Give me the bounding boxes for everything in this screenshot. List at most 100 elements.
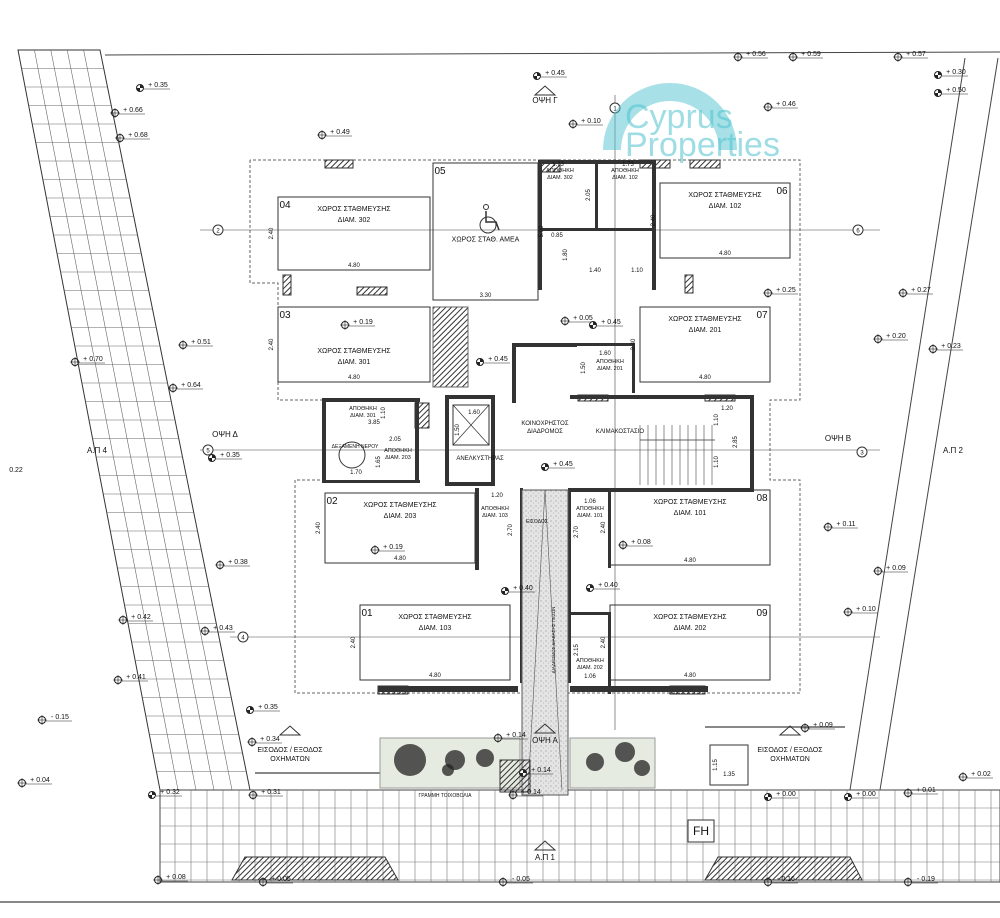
elevation-label: + 0.02 — [971, 771, 991, 778]
path-guide — [527, 489, 546, 791]
view-triangle-icon — [533, 723, 557, 734]
parking-title: ΧΩΡΟΣ ΣΤΑΘΜΕΥΣΗΣ — [653, 499, 727, 506]
tree-icon — [586, 753, 604, 771]
storage-dim: 2.05 — [586, 189, 592, 201]
storage-dim: 2.15 — [574, 644, 580, 656]
elevation-label: + 0.01 — [916, 787, 936, 794]
parking-space-01 — [359, 604, 511, 681]
parking-unit: ΔΙΑΜ. 201 — [689, 327, 722, 334]
meter-dim: 1.80 — [563, 249, 569, 261]
wall — [378, 686, 518, 692]
elevation-label: + 0.08 — [166, 874, 186, 881]
parking-title: ΧΩΡΟΣ ΣΤΑΘΜΕΥΣΗΣ — [398, 614, 472, 621]
vehicle-entry-label: ΟΧΗΜΑΤΩΝ — [770, 756, 810, 763]
wall — [652, 160, 656, 290]
parking-space-03 — [277, 306, 431, 383]
ramp-right — [704, 856, 863, 881]
watermark-logo-arc — [603, 83, 737, 151]
storage-title: ΑΠΟΘΗΚΗ — [576, 506, 604, 512]
wall — [608, 488, 611, 568]
room-dim: 1.10 — [631, 268, 643, 274]
elevator-shaft — [452, 404, 490, 446]
elevation-label: + 0.09 — [813, 722, 833, 729]
parking-title: ΧΩΡΟΣ ΣΤΑΘΜΕΥΣΗΣ — [668, 316, 742, 323]
tank-label: ΔΕΞΑΜΕΝΗ ΝΕΡΟΥ — [332, 444, 379, 450]
elevation-label: + 0.45 — [488, 356, 508, 363]
elevation-label: + 0.49 — [330, 129, 350, 136]
elevation-label: - 0.15 — [51, 714, 69, 721]
parking-space-06 — [659, 182, 791, 259]
paving-grid-line — [34, 49, 179, 791]
watermark-line1: Cyprus — [625, 98, 733, 136]
elevation-label: + 0.43 — [213, 625, 233, 632]
wall — [568, 488, 571, 683]
elevation-label: + 0.56 — [746, 51, 766, 58]
hatched-column — [414, 402, 430, 429]
storage-unit: ΔΙΑΜ. 301 — [350, 413, 376, 419]
stair-dim: 1.10 — [714, 456, 720, 468]
elevation-marker-fill — [476, 358, 484, 366]
parking-unit: ΔΙΑΜ. 103 — [419, 625, 452, 632]
stair-dim: 1.20 — [721, 406, 733, 412]
elevation-label: - 0.19 — [917, 876, 935, 883]
elevation-label: + 0.23 — [941, 343, 961, 350]
parking-width-dim: 3.30 — [480, 293, 492, 299]
storage-unit: ΔΙΑΜ. 203 — [385, 455, 411, 461]
tree-icon — [476, 749, 494, 767]
elevation-label: + 0.64 — [181, 382, 201, 389]
view-triangle-icon — [778, 725, 802, 736]
wall — [608, 612, 611, 694]
storage-dim: 1.73 — [622, 162, 634, 168]
hatched-column — [669, 685, 706, 695]
grid-marker-label: 1 — [613, 107, 617, 113]
elevation-label: + 0.41 — [126, 674, 146, 681]
wall — [491, 395, 495, 485]
elevation-label: + 0.04 — [30, 777, 50, 784]
hatched-column — [377, 685, 409, 695]
grid-marker-label: 3 — [860, 451, 864, 457]
hatched-column — [324, 159, 354, 169]
storage-dim: 1.06 — [584, 499, 596, 505]
elevation-label: + 0.31 — [261, 789, 281, 796]
parking-width-dim: 4.80 — [684, 673, 696, 679]
parking-unit: ΔΙΑΜ. 203 — [384, 513, 417, 520]
view-triangle-icon — [278, 725, 302, 736]
parking-height-dim: 2.40 — [651, 214, 657, 226]
vehicle-entry-label: ΕΙΣΟΔΟΣ / ΕΞΟΔΟΣ — [257, 747, 323, 754]
elevation-marker-fill — [533, 72, 541, 80]
elevation-label: + 0.14 — [531, 767, 551, 774]
grid-marker-icon — [852, 224, 864, 236]
hatched-column — [684, 274, 694, 294]
view-label-d: ΟΨΗ Δ — [212, 430, 238, 439]
elevation-label: + 0.30 — [946, 69, 966, 76]
entrance-label: ΕΙΣΟΔΟΣ — [526, 519, 548, 525]
parking-height-dim: 2.40 — [631, 338, 637, 350]
elevator-dim: 1.60 — [468, 410, 480, 416]
elevation-label: + 0.27 — [911, 287, 931, 294]
parking-number: 04 — [279, 200, 291, 211]
elevation-label: + 0.08 — [631, 539, 651, 546]
storage-dim: 3.85 — [368, 420, 380, 426]
elevation-marker-fill — [764, 793, 772, 801]
ap1-label: Α.Π 1 — [535, 853, 556, 862]
storage-title: ΑΠΟΘΗΚΗ — [611, 168, 639, 174]
elevation-label: + 0.05 — [573, 315, 593, 322]
wall — [632, 343, 635, 393]
elevation-marker-fill — [148, 791, 156, 799]
parking-title: ΧΩΡΟΣ ΣΤΑΘΜΕΥΣΗΣ — [317, 206, 391, 213]
storage-dim: 1.20 — [491, 493, 503, 499]
view-label-g: ΟΨΗ Γ — [532, 96, 558, 105]
parking-title: ΧΩΡΟΣ ΣΤΑΘΜΕΥΣΗΣ — [363, 502, 437, 509]
ap2-label: Α.Π 2 — [943, 446, 964, 455]
vehicle-entry-label: ΟΧΗΜΑΤΩΝ — [270, 756, 310, 763]
elevation-label: + 0.34 — [260, 736, 280, 743]
view-triangle-icon — [533, 840, 557, 851]
wall — [575, 343, 635, 346]
elevation-label: + 0.45 — [545, 70, 565, 77]
parking-number: 05 — [434, 166, 446, 177]
elevation-label: - 0.05 — [512, 876, 530, 883]
storage-title: ΑΠΟΘΗΚΗ — [576, 658, 604, 664]
wall — [568, 612, 608, 615]
parking-width-dim: 4.80 — [348, 263, 360, 269]
